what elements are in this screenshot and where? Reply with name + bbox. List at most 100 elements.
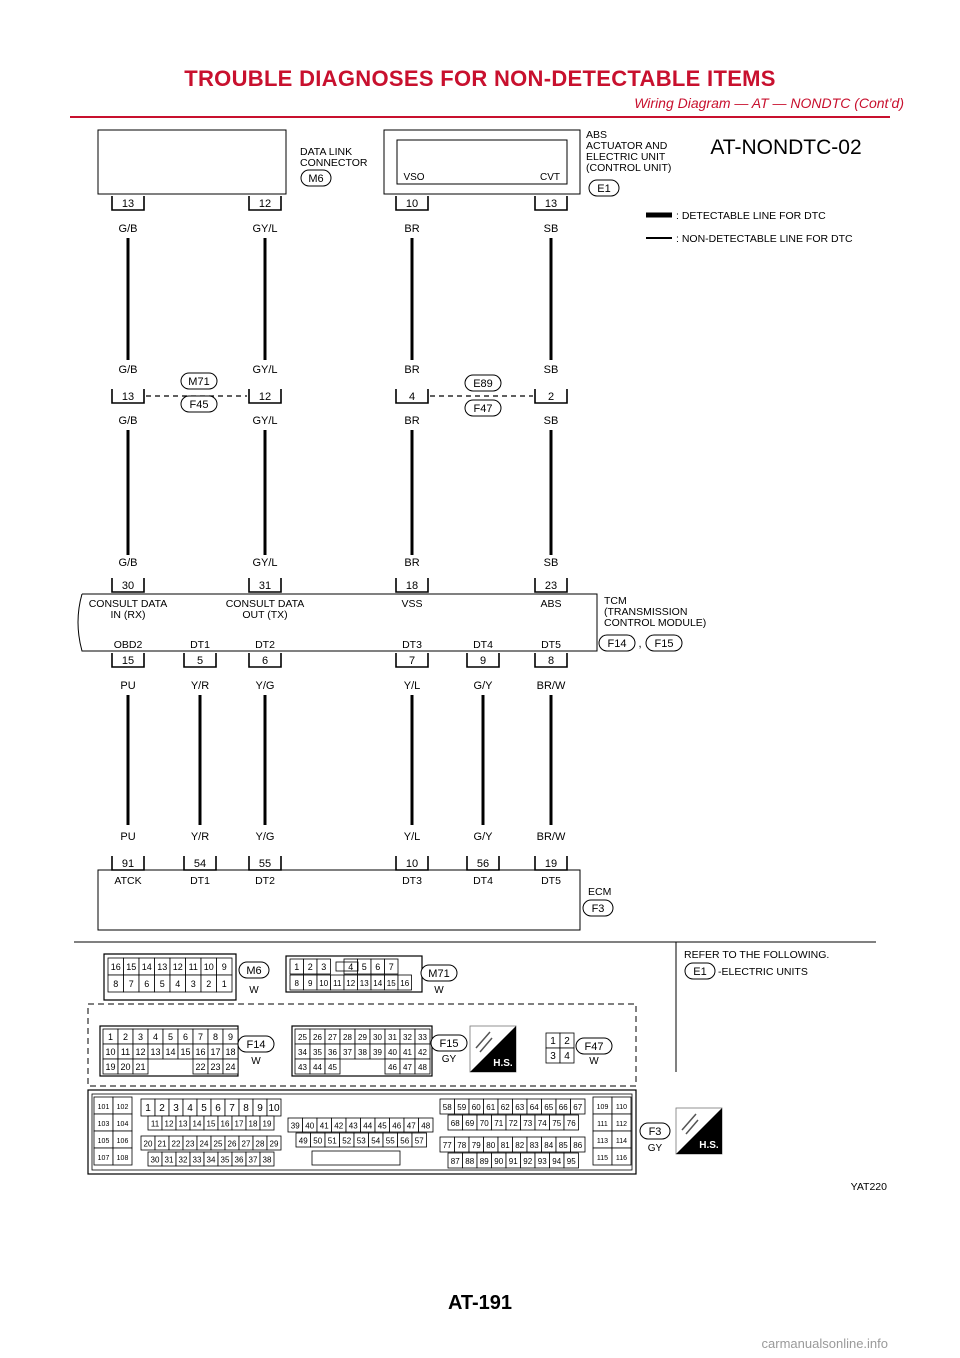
f47-pin: 4 bbox=[564, 1051, 570, 1062]
f3-a-cell bbox=[259, 1115, 275, 1131]
f3-c-pin: 65 bbox=[544, 1103, 553, 1112]
top-pin: 13 bbox=[122, 198, 134, 210]
f3-a-cell bbox=[266, 1135, 282, 1151]
f3-a-pin: 18 bbox=[249, 1120, 258, 1129]
f3-a-pin: 21 bbox=[158, 1140, 167, 1149]
f3-a-pin: 7 bbox=[229, 1103, 235, 1114]
m6-pin: 9 bbox=[222, 962, 227, 972]
abs-vso-label: VSO bbox=[403, 172, 424, 183]
f3-b-pin: 45 bbox=[378, 1122, 387, 1131]
f3-c-pin: 76 bbox=[567, 1119, 576, 1128]
f3-c-pin: 62 bbox=[501, 1103, 510, 1112]
hs-badge-wedge bbox=[470, 1026, 516, 1072]
m71-pin: 1 bbox=[294, 962, 299, 972]
figure-code: YAT220 bbox=[851, 1181, 888, 1193]
f3-b-cell bbox=[411, 1132, 427, 1148]
ecm-pin-label: DT5 bbox=[541, 875, 561, 887]
f15-pin: 35 bbox=[313, 1048, 322, 1057]
f14-pin: 17 bbox=[210, 1047, 220, 1057]
header-rule bbox=[70, 116, 890, 118]
tcm-pin: 31 bbox=[259, 580, 271, 592]
tcm-pin-bracket bbox=[395, 578, 429, 593]
junction-tag-top: E89 bbox=[473, 378, 493, 390]
f14-pin: 2 bbox=[123, 1032, 128, 1042]
m71-pin: 12 bbox=[346, 979, 355, 988]
f3-a-pin: 22 bbox=[172, 1140, 181, 1149]
f3-c-pin: 58 bbox=[443, 1103, 452, 1112]
m71-pin: 7 bbox=[389, 962, 394, 972]
wire-color-ecm: Y/G bbox=[256, 831, 275, 843]
wire-color-junction-below: G/B bbox=[119, 415, 138, 427]
m71-pin: 9 bbox=[308, 979, 313, 988]
connector-view-tag: M71 bbox=[428, 968, 449, 980]
f3-left-pin: 102 bbox=[117, 1104, 129, 1111]
f3-key bbox=[311, 1150, 401, 1166]
m71-pin: 6 bbox=[375, 962, 380, 972]
f3-b-pin: 44 bbox=[363, 1122, 372, 1131]
f47-pin: 3 bbox=[550, 1051, 556, 1062]
connector-view-tag-outline bbox=[575, 1037, 613, 1055]
junction-pin-bracket bbox=[395, 389, 429, 404]
wire-color-tcm: SB bbox=[544, 557, 559, 569]
f3-a-pin: 20 bbox=[144, 1140, 153, 1149]
f15-pin: 36 bbox=[328, 1048, 337, 1057]
tcm-lower-pin-label: DT3 bbox=[402, 639, 422, 651]
f3-c-pin: 89 bbox=[480, 1157, 489, 1166]
f14-pin: 8 bbox=[213, 1032, 218, 1042]
junction-tag-top-outline bbox=[464, 374, 502, 392]
f3-left-pin: 104 bbox=[117, 1121, 129, 1128]
f15-pin: 25 bbox=[298, 1033, 307, 1042]
f3-c-pin: 94 bbox=[552, 1157, 561, 1166]
m71-pin: 14 bbox=[373, 979, 382, 988]
m71-cell bbox=[397, 974, 412, 991]
f3-a-pin: 3 bbox=[173, 1103, 179, 1114]
f3-right-pin: 110 bbox=[616, 1104, 627, 1111]
tcm-pin-label: ABS bbox=[540, 598, 561, 610]
tcm-connector-tag: F14 bbox=[608, 638, 627, 650]
tcm-lower-pin: 7 bbox=[409, 655, 415, 667]
f3-left-pin: 108 bbox=[117, 1155, 129, 1162]
f3-c-pin: 86 bbox=[573, 1141, 582, 1150]
abs-cvt-label: CVT bbox=[540, 172, 560, 183]
tcm-lower-pin-label: DT5 bbox=[541, 639, 561, 651]
ecm-connector-tag: F3 bbox=[592, 903, 605, 915]
junction-pin-bracket bbox=[248, 389, 282, 404]
f14-cell bbox=[222, 1058, 239, 1075]
top-pin-bracket bbox=[111, 196, 145, 211]
f14-pin: 16 bbox=[195, 1047, 205, 1057]
f14-pin: 23 bbox=[210, 1062, 220, 1072]
m6-pin: 11 bbox=[189, 962, 198, 972]
f3-a-pin: 36 bbox=[235, 1156, 244, 1165]
ecm-pin-label: DT1 bbox=[190, 875, 210, 887]
tcm-lower-pin-bracket bbox=[466, 653, 500, 668]
f15-pin: 38 bbox=[358, 1048, 367, 1057]
f15-pin: 34 bbox=[298, 1048, 307, 1057]
m6-pin: 1 bbox=[222, 979, 227, 989]
f3-a-pin: 14 bbox=[193, 1120, 202, 1129]
f3-a-pin: 17 bbox=[235, 1120, 244, 1129]
f3-c-pin: 75 bbox=[552, 1119, 561, 1128]
m6-pin: 12 bbox=[173, 962, 183, 972]
refer-desc: -ELECTRIC UNITS bbox=[718, 966, 808, 978]
wire-color-ecm: Y/R bbox=[191, 831, 209, 843]
wire-color-tcm: G/B bbox=[119, 557, 138, 569]
f3-c-pin: 87 bbox=[451, 1157, 460, 1166]
f3-c-cell bbox=[563, 1114, 579, 1131]
f14-pin: 18 bbox=[225, 1047, 235, 1057]
tcm-connector-sep: , bbox=[638, 638, 641, 650]
m6-cell bbox=[216, 974, 233, 993]
f3-c-pin: 69 bbox=[465, 1119, 474, 1128]
f3-a-pin: 19 bbox=[263, 1120, 272, 1129]
ecm-pin: 54 bbox=[194, 858, 206, 870]
f3-c-cell bbox=[570, 1098, 586, 1115]
f15-pin: 46 bbox=[388, 1063, 397, 1072]
m6-pin: 7 bbox=[129, 979, 134, 989]
f15-pin: 47 bbox=[403, 1063, 412, 1072]
wire-color-top: SB bbox=[544, 223, 559, 235]
f3-a-pin: 4 bbox=[187, 1103, 193, 1114]
m71-cell bbox=[384, 958, 399, 975]
diagram-id: AT-NONDTC-02 bbox=[710, 136, 861, 159]
dlc-connector-tag: M6 bbox=[308, 173, 323, 185]
m6-pin: 13 bbox=[157, 962, 167, 972]
f15-pin: 26 bbox=[313, 1033, 322, 1042]
